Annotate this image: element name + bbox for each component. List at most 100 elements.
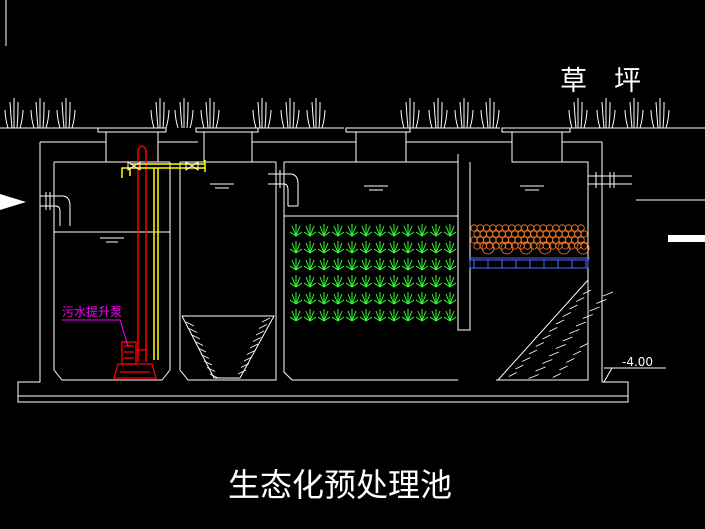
plant bbox=[317, 292, 331, 305]
plant bbox=[443, 309, 457, 322]
elevation-marker bbox=[603, 367, 666, 383]
plant bbox=[415, 292, 429, 305]
hatch-line bbox=[528, 349, 538, 355]
hatch-line bbox=[197, 347, 207, 353]
plant bbox=[401, 309, 415, 322]
plant bbox=[429, 224, 443, 237]
pump-callout bbox=[62, 319, 129, 347]
plant bbox=[289, 275, 303, 288]
manhole-1 bbox=[97, 127, 167, 163]
plant bbox=[429, 275, 443, 288]
grass-tuft bbox=[4, 98, 24, 129]
media-grain bbox=[476, 224, 484, 232]
media-grain bbox=[504, 230, 513, 238]
hatch-line bbox=[194, 341, 204, 346]
media-stone bbox=[538, 241, 552, 255]
plant bbox=[387, 224, 401, 237]
chamber-3-plant-bed bbox=[283, 154, 471, 381]
media-grain bbox=[489, 224, 497, 232]
plant bbox=[429, 241, 443, 254]
hatch-line bbox=[185, 321, 195, 327]
chamber-1-pump-well bbox=[53, 161, 171, 381]
grass-tuft bbox=[454, 98, 474, 129]
plant bbox=[303, 275, 317, 288]
media-grain bbox=[523, 242, 532, 250]
hatch-line bbox=[535, 366, 546, 372]
media-stone bbox=[500, 241, 514, 255]
hatch-line bbox=[559, 365, 568, 371]
plant bbox=[373, 258, 387, 271]
hatch-line bbox=[555, 319, 565, 325]
plant bbox=[359, 309, 373, 322]
plant bbox=[345, 292, 359, 305]
media-grain bbox=[527, 224, 535, 232]
media-stone bbox=[557, 241, 571, 255]
plant bbox=[303, 258, 317, 271]
plant bbox=[415, 309, 429, 322]
hatch-line bbox=[562, 336, 573, 342]
grass-tuft bbox=[480, 98, 500, 129]
media-grain bbox=[470, 236, 478, 244]
hatch-line bbox=[206, 367, 216, 372]
plant bbox=[401, 258, 415, 271]
plant bbox=[331, 258, 345, 271]
media-stone bbox=[576, 241, 590, 255]
hatch-line bbox=[602, 291, 614, 297]
plant bbox=[443, 224, 457, 237]
plant bbox=[317, 309, 331, 322]
grass-tuft bbox=[30, 98, 50, 129]
plant bbox=[401, 241, 415, 254]
plant bbox=[415, 224, 429, 237]
plant bbox=[289, 224, 303, 237]
media-grain bbox=[511, 230, 519, 238]
plant bbox=[373, 309, 387, 322]
hatch-line bbox=[249, 343, 259, 349]
media-grain bbox=[473, 242, 481, 250]
media-grain bbox=[539, 224, 547, 232]
hatch-line bbox=[542, 334, 551, 340]
media-grain bbox=[514, 224, 522, 232]
outlet-pipe bbox=[588, 172, 632, 188]
plant bbox=[331, 275, 345, 288]
plant bbox=[415, 258, 429, 271]
hatch-line bbox=[549, 327, 558, 332]
plant bbox=[331, 241, 345, 254]
media-grain bbox=[571, 236, 579, 244]
plant bbox=[345, 224, 359, 237]
plant bbox=[387, 292, 401, 305]
plant bbox=[429, 309, 443, 322]
media-grain bbox=[542, 230, 550, 238]
hatch-line bbox=[555, 344, 566, 349]
media-grain bbox=[482, 224, 491, 232]
media-grain bbox=[479, 230, 487, 238]
grass-tuft bbox=[624, 98, 644, 129]
plant bbox=[373, 275, 387, 288]
chamber-3-water-level bbox=[284, 185, 458, 217]
media-grain bbox=[533, 224, 541, 232]
hatch-line bbox=[589, 306, 600, 312]
media-grain bbox=[545, 224, 554, 232]
grass-tuft bbox=[596, 98, 616, 129]
plant bbox=[317, 241, 331, 254]
hatch-line bbox=[582, 314, 593, 319]
hatch-line bbox=[528, 374, 539, 379]
plant bbox=[331, 224, 345, 237]
grass-tuft bbox=[428, 98, 448, 129]
media-grain bbox=[580, 230, 588, 238]
media-grain bbox=[523, 230, 532, 238]
hatch-line bbox=[575, 321, 587, 327]
plant bbox=[317, 224, 331, 237]
manhole-4 bbox=[501, 127, 571, 163]
media-stone bbox=[519, 241, 533, 255]
grass-tuft bbox=[56, 98, 76, 129]
plant bbox=[359, 292, 373, 305]
media-grain bbox=[495, 224, 503, 232]
media-grain bbox=[517, 230, 525, 238]
hatch-line bbox=[569, 329, 580, 334]
plant bbox=[345, 258, 359, 271]
media-grain bbox=[552, 224, 560, 232]
drawing-title: 生态化预处理池 bbox=[228, 466, 452, 504]
media-grain bbox=[514, 236, 522, 244]
hatch-line bbox=[209, 373, 219, 379]
hatch-line bbox=[261, 317, 271, 323]
